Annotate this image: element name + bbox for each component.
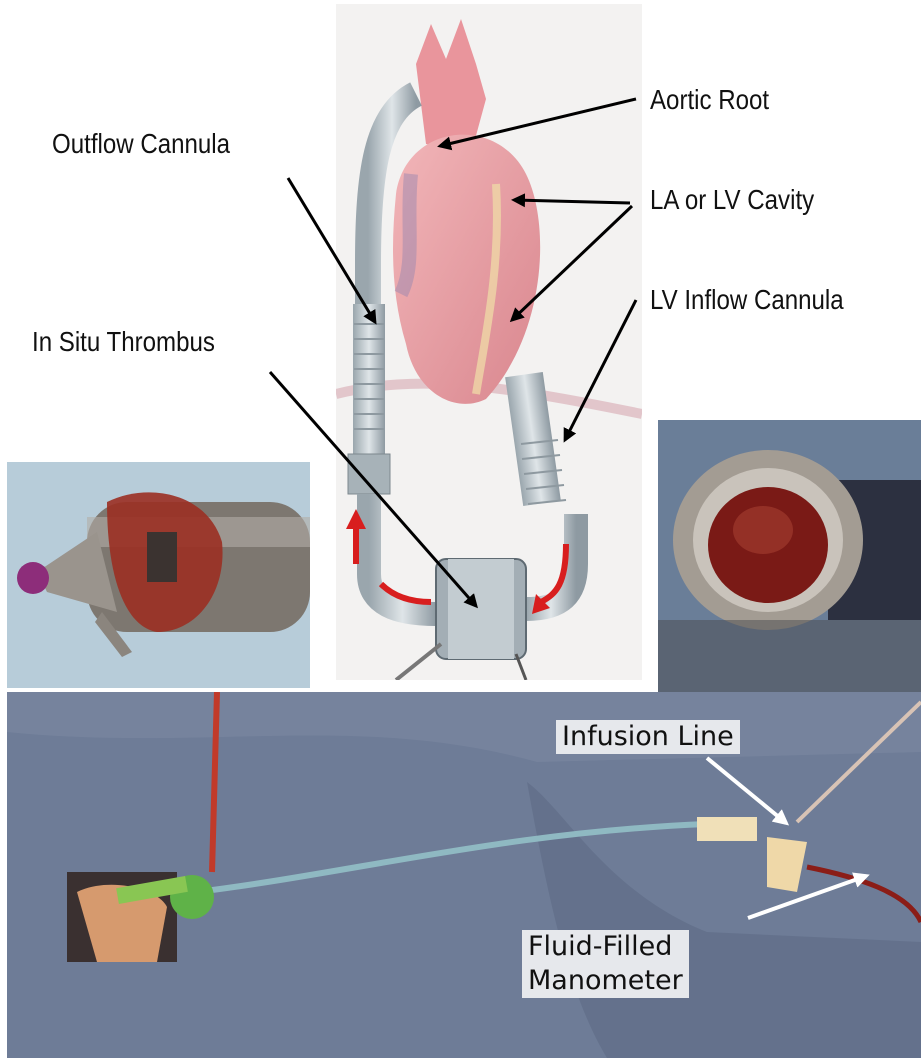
heart-lvad-illustration [336,4,642,680]
inflow-thrombus-photo [658,420,921,692]
outflow-cannula-label: Outflow Cannula [52,128,230,160]
infusion-line-label: Infusion Line [556,720,740,754]
aortic-root-label: Aortic Root [650,84,769,116]
la-lv-cavity-label: LA or LV Cavity [650,184,814,216]
manometer-text: Manometer [528,964,683,998]
infusion-manometer-photo [7,692,921,1058]
lv-inflow-cannula-label: LV Inflow Cannula [650,284,844,316]
infusion-line-text: Infusion Line [562,721,734,752]
pump-thrombus-photo [7,462,310,688]
fluid-filled-text: Fluid-Filled [528,930,683,964]
fluid-filled-manometer-label: Fluid-Filled Manometer [522,930,689,998]
in-situ-thrombus-label: In Situ Thrombus [32,326,215,358]
